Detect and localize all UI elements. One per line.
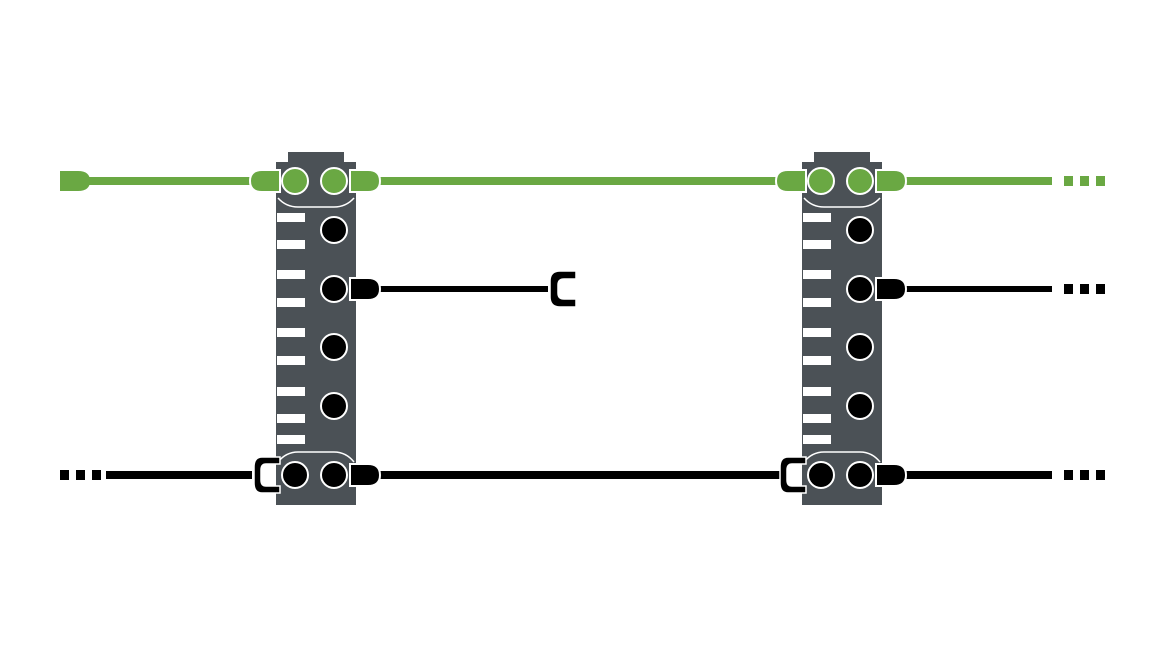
terminal-point-green	[807, 167, 835, 195]
continuation-dot	[1096, 176, 1105, 186]
module-slot	[803, 270, 831, 279]
green-bus-plug-in	[248, 169, 281, 193]
terminal-point	[846, 275, 874, 303]
module-slot	[277, 213, 305, 222]
modules-layer	[276, 152, 882, 505]
terminal-module-left	[276, 152, 356, 505]
bottom-bus-plug-out	[349, 463, 382, 487]
module-slot	[277, 387, 305, 396]
terminal-point	[846, 216, 874, 244]
terminal-point	[320, 333, 348, 361]
terminal-point	[320, 275, 348, 303]
middle-wire-plug	[349, 277, 382, 301]
module-slot	[803, 213, 831, 222]
connectors-layer	[60, 169, 908, 494]
module-slot	[803, 387, 831, 396]
terminal-point	[807, 461, 835, 489]
module-slot	[803, 356, 831, 365]
middle-wire-plug	[875, 277, 908, 301]
bottom-bus-plug-out	[875, 463, 908, 487]
terminal-point	[846, 461, 874, 489]
continuation-dot	[60, 470, 69, 480]
module-slot	[803, 298, 831, 307]
continuation-dot	[1096, 284, 1105, 294]
module-slot	[803, 435, 831, 444]
terminal-point	[281, 461, 309, 489]
continuation-dot	[76, 470, 85, 480]
terminal-row-outline	[803, 451, 881, 463]
green-bus-end-plug	[60, 171, 90, 191]
module-slot	[803, 328, 831, 337]
terminal-module-right	[802, 152, 882, 505]
terminal-point	[320, 216, 348, 244]
module-slot	[277, 435, 305, 444]
continuation-dot	[1080, 284, 1089, 294]
terminal-row-outline	[277, 197, 355, 208]
continuation-dot	[1064, 470, 1073, 480]
terminal-row-outline	[277, 451, 355, 463]
continuation-dot	[1096, 470, 1105, 480]
continuation-dot	[1064, 176, 1073, 186]
terminal-row-outline	[803, 197, 881, 208]
middle-wire-end-socket	[549, 270, 577, 308]
module-slot	[277, 356, 305, 365]
module-slot	[803, 240, 831, 249]
terminal-point-green	[320, 167, 348, 195]
module-slot	[277, 328, 305, 337]
terminal-point	[846, 392, 874, 420]
continuation-dot	[1064, 284, 1073, 294]
terminal-point	[846, 333, 874, 361]
bottom-bus-socket-in	[779, 456, 807, 494]
terminal-point	[320, 392, 348, 420]
module-slot	[277, 298, 305, 307]
module-slot	[803, 414, 831, 423]
terminal-point-green	[281, 167, 309, 195]
continuation-dot	[1080, 470, 1089, 480]
module-slot	[277, 240, 305, 249]
module-slot	[277, 270, 305, 279]
module-slot	[277, 414, 305, 423]
terminal-point	[320, 461, 348, 489]
terminal-point-green	[846, 167, 874, 195]
continuation-dot	[1080, 176, 1089, 186]
green-bus-plug-out	[875, 169, 908, 193]
green-bus-plug-out	[349, 169, 382, 193]
green-bus-plug-in	[774, 169, 807, 193]
bottom-bus-socket-in	[253, 456, 281, 494]
continuation-dot	[92, 470, 101, 480]
lines-layer	[60, 176, 1105, 480]
